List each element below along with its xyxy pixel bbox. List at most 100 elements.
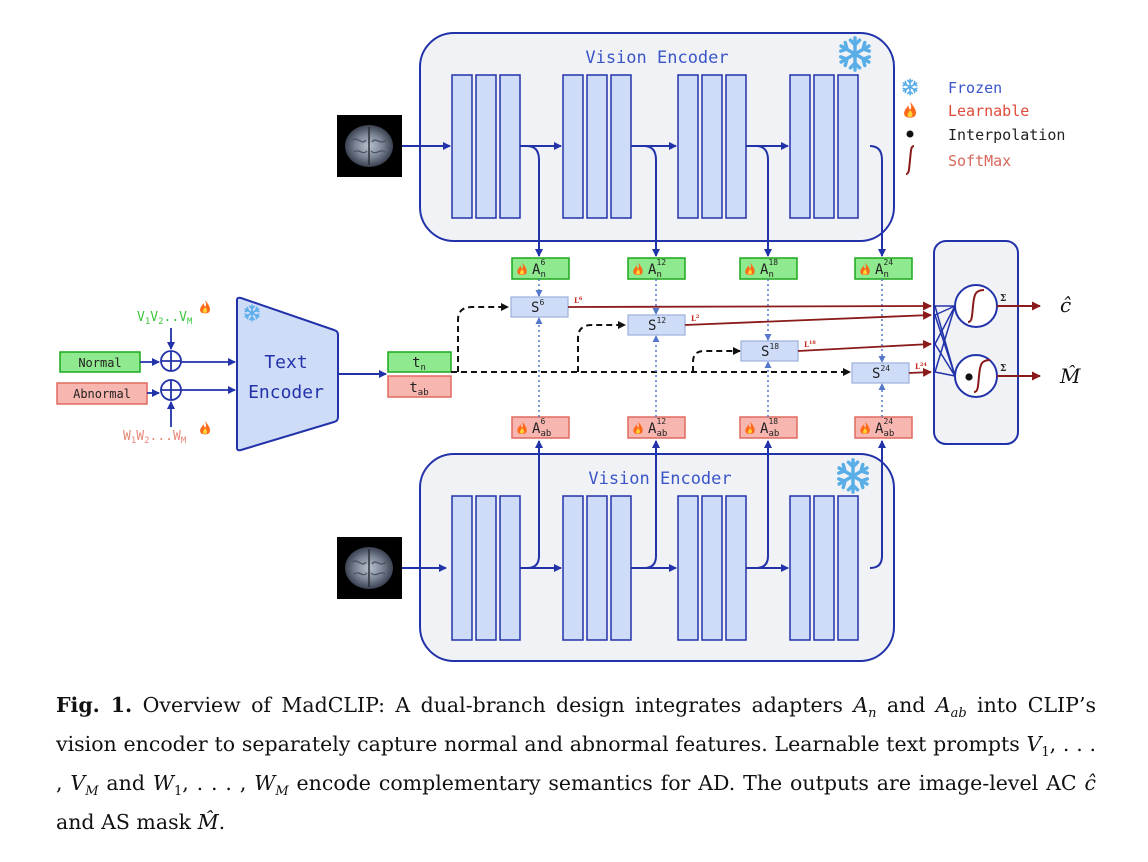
transformer-layer bbox=[451, 495, 473, 641]
similarity-label: S18 bbox=[761, 342, 779, 360]
similarity-output-arrow bbox=[908, 367, 932, 377]
interpolation-dot-icon bbox=[906, 130, 914, 138]
caption-text: Overview of MadCLIP: A dual-branch desig… bbox=[56, 693, 1096, 835]
caption-label: Fig. 1. bbox=[56, 693, 133, 717]
similarity-output-label: L6 bbox=[574, 296, 583, 305]
learnable-flame-icon bbox=[200, 421, 210, 435]
adapter-label: Aab18 bbox=[760, 417, 779, 439]
transformer-layer bbox=[562, 495, 584, 641]
legend-interpolation: Interpolation bbox=[948, 126, 1065, 144]
tab-label: tab bbox=[409, 380, 428, 398]
transformer-layer bbox=[813, 74, 835, 219]
transformer-layer bbox=[562, 74, 584, 219]
prompt-inputs: Normal Abnormal V1V2..VM W1W2...WM bbox=[56, 300, 236, 446]
transformer-layer bbox=[701, 74, 723, 219]
vision-encoder-bottom-title: Vision Encoder bbox=[588, 469, 731, 489]
abnormal-adapter-6 bbox=[511, 416, 570, 439]
similarity-output-arrow bbox=[567, 301, 932, 311]
adapter-label: An18 bbox=[760, 258, 778, 280]
plus-combine-icon bbox=[160, 379, 182, 401]
transformer-layer bbox=[725, 495, 747, 641]
transformer-layer bbox=[610, 495, 632, 641]
transformer-layer bbox=[789, 74, 811, 219]
legend-frozen: Frozen bbox=[948, 79, 1002, 97]
encoder-branch-arrow bbox=[643, 145, 660, 257]
transformer-layer bbox=[451, 74, 473, 219]
similarity-label: S24 bbox=[872, 364, 890, 382]
similarity-label: S6 bbox=[531, 298, 544, 316]
tn-box bbox=[387, 351, 452, 373]
abnormal-prompt-label: Abnormal bbox=[73, 387, 131, 401]
adapter-label: An6 bbox=[532, 258, 546, 280]
similarity-output-label: L18 bbox=[804, 340, 816, 349]
softmax-node-top bbox=[954, 284, 998, 328]
plus-combine-icon bbox=[160, 350, 182, 372]
softmax-integral-icon bbox=[973, 359, 991, 393]
transformer-layer bbox=[837, 74, 859, 219]
adapter-label: An12 bbox=[648, 258, 666, 280]
encoder-branch-arrow bbox=[869, 145, 886, 257]
learnable-v-prompt: V1V2..VM bbox=[137, 310, 193, 327]
text-encoder: Text Encoder bbox=[236, 296, 339, 452]
brain-mri-image-bottom bbox=[337, 537, 402, 599]
encoder-branch-arrow bbox=[869, 440, 886, 569]
encoder-branch-arrow bbox=[643, 440, 660, 569]
adapter-label: Aab6 bbox=[532, 417, 551, 439]
transformer-layer bbox=[789, 495, 811, 641]
adapter-label: Aab24 bbox=[875, 417, 894, 439]
output-head bbox=[933, 240, 1019, 445]
adapter-label: Aab12 bbox=[648, 417, 667, 439]
learnable-flame-icon bbox=[200, 300, 210, 314]
encoder-branch-arrow bbox=[755, 440, 772, 569]
output-m-hat: M̂ bbox=[1059, 364, 1081, 388]
text-feature-dashed-paths bbox=[451, 303, 851, 376]
encoder-branch-arrow bbox=[755, 145, 772, 257]
transformer-layer bbox=[677, 74, 699, 219]
normal-prompt-label: Normal bbox=[78, 356, 121, 370]
encoder-branch-arrow bbox=[526, 145, 543, 257]
normal-adapter-24 bbox=[854, 257, 913, 280]
softmax-integral-icon bbox=[967, 289, 985, 323]
output-c-hat: ĉ bbox=[1060, 293, 1071, 317]
transformer-layer bbox=[837, 495, 859, 641]
legend-learnable: Learnable bbox=[948, 102, 1029, 120]
normal-adapter-6 bbox=[511, 257, 570, 280]
transformer-layer bbox=[499, 74, 521, 219]
softmax-integral-icon bbox=[905, 145, 915, 175]
transformer-layer bbox=[499, 495, 521, 641]
transformer-layer bbox=[677, 495, 699, 641]
sigma-label: Σ bbox=[1000, 294, 1006, 304]
brain-mri-image-top bbox=[337, 115, 402, 177]
text-embeddings: tn tab bbox=[387, 351, 452, 398]
tab-box bbox=[387, 375, 452, 398]
interpolation-dot-icon bbox=[965, 373, 973, 381]
flame-icon bbox=[904, 101, 916, 118]
similarity-label: S12 bbox=[648, 316, 666, 334]
transformer-layer bbox=[610, 74, 632, 219]
similarity-output-arrow bbox=[797, 339, 932, 352]
transformer-layer bbox=[586, 495, 608, 641]
transformer-layer bbox=[475, 74, 497, 219]
madclip-architecture-diagram: Frozen Learnable Interpolation SoftMax V… bbox=[56, 32, 1081, 662]
legend: Frozen Learnable Interpolation SoftMax bbox=[902, 78, 1065, 175]
transformer-layer bbox=[701, 495, 723, 641]
encoder-branch-arrow bbox=[526, 440, 543, 569]
text-encoder-label-2: Encoder bbox=[248, 382, 324, 403]
legend-softmax: SoftMax bbox=[948, 152, 1011, 170]
transformer-layer bbox=[586, 74, 608, 219]
vision-encoder-top-title: Vision Encoder bbox=[585, 48, 728, 68]
similarity-output-arrow bbox=[684, 310, 932, 326]
abnormal-adapter-24 bbox=[854, 416, 913, 439]
learnable-w-prompt: W1W2...WM bbox=[123, 429, 187, 446]
transformer-layer bbox=[475, 495, 497, 641]
figure-caption: Fig. 1. Overview of MadCLIP: A dual-bran… bbox=[56, 690, 1096, 837]
transformer-layer bbox=[725, 74, 747, 219]
transformer-layer bbox=[813, 495, 835, 641]
similarity-output-label: L2 bbox=[691, 314, 700, 323]
snowflake-icon bbox=[902, 78, 918, 96]
adapter-label: An24 bbox=[875, 258, 893, 280]
sigma-label: Σ bbox=[1000, 364, 1006, 374]
similarity-output-label: L24 bbox=[915, 362, 927, 371]
tn-label: tn bbox=[412, 355, 426, 373]
text-encoder-label-1: Text bbox=[264, 352, 307, 373]
